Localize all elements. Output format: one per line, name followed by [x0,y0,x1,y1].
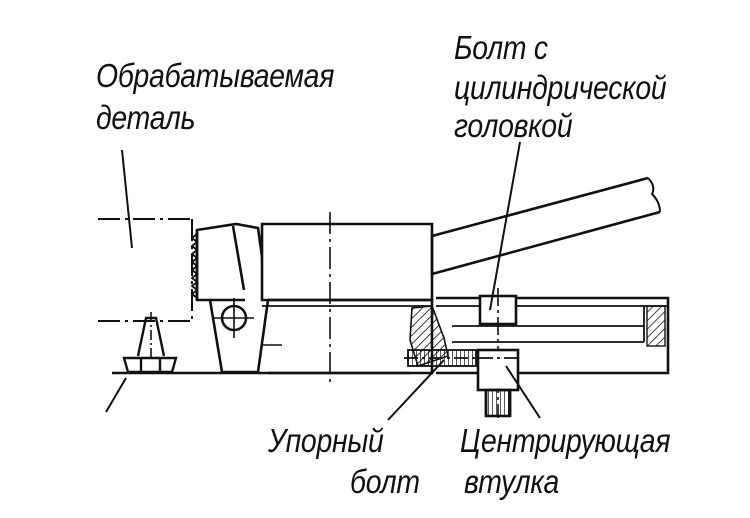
workpiece-outline [98,218,193,322]
leader-workpiece-lower [105,377,127,413]
label-bolt-line2: цилиндрической [454,69,667,106]
label-bushing-line2: втулка [464,463,560,500]
clamp-jaw [190,222,271,374]
stop-bolt-right [404,349,520,367]
label-bolt-line1: Болт с [454,29,548,66]
label-stop-bolt-line1: Упорный [268,422,384,459]
leader-stop-bolt [387,359,445,421]
leader-lines [105,141,541,421]
label-bolt-line3: головкой [454,107,573,144]
cylindrical-head-bolt [476,288,520,418]
label-workpiece-line2: деталь [96,99,196,136]
leader-workpiece [121,149,133,249]
label-bushing-line1: Центрирующая [460,422,671,459]
leader-bolt [489,141,521,311]
clamp-handle [430,176,661,276]
leader-bushing [505,365,541,419]
label-workpiece-line1: Обрабатываемая [96,57,335,94]
label-stop-bolt-line2: болт [350,463,420,500]
